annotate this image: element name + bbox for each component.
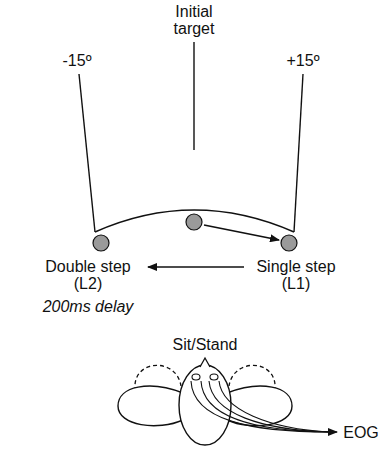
target-dot: [186, 214, 202, 230]
delay-note: 200ms delay: [43, 298, 134, 315]
shoulder: [118, 386, 183, 426]
electrode-wire: [209, 381, 330, 432]
target-label: Initial target: [164, 3, 224, 37]
left-direction-line: [79, 74, 95, 232]
signal-label: EOG: [343, 424, 379, 441]
electrode-wire: [219, 381, 330, 432]
center-direction-line: [193, 42, 194, 150]
posture-label: Sit/Stand: [173, 336, 238, 353]
eye: [192, 374, 200, 380]
right-direction-line: [294, 74, 303, 232]
electrode-wire: [191, 381, 330, 432]
target-dot: [93, 235, 109, 251]
eog-arrow: [328, 431, 337, 432]
angle-label: -15º: [63, 52, 92, 69]
single-step-arrow: [204, 225, 279, 240]
angle-label: +15º: [287, 52, 320, 69]
double-step-arrow: [148, 266, 244, 268]
condition-label: Double step (L2): [36, 258, 140, 292]
condition-label: Single step (L1): [246, 258, 346, 292]
head: [179, 365, 231, 445]
eye: [210, 374, 218, 380]
target-dot: [281, 235, 297, 251]
nose: [200, 358, 210, 367]
electrode-wire: [201, 381, 330, 432]
target-arc: [95, 210, 294, 232]
